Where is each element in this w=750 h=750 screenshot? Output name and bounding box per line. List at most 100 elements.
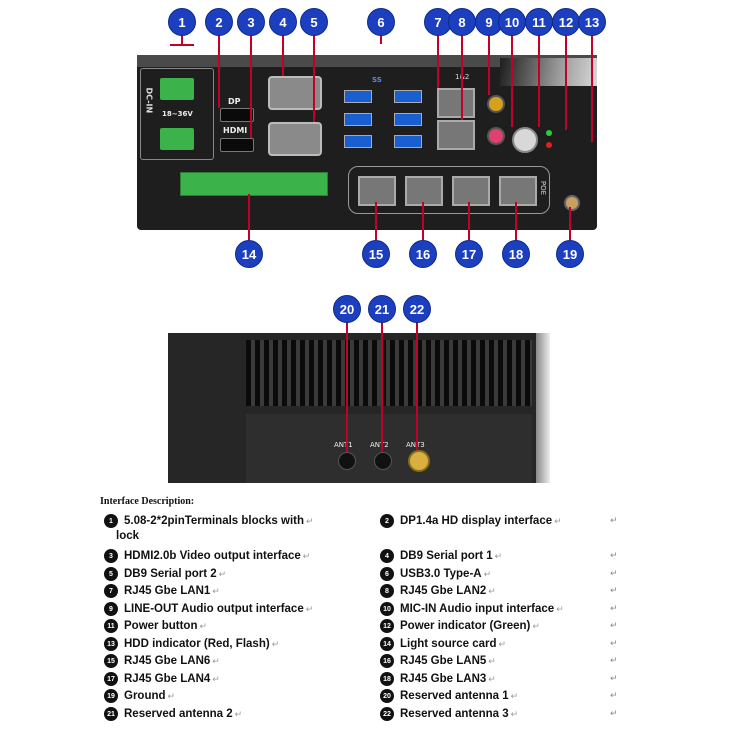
ant3-label: ANT3: [406, 441, 425, 449]
ground-screw[interactable]: [564, 195, 580, 211]
rj45-lan3-port[interactable]: [499, 176, 537, 206]
leader-3: [250, 32, 252, 138]
dp-port[interactable]: [220, 108, 254, 122]
rj45-lan2-port[interactable]: [437, 120, 475, 150]
callout-3: 3: [237, 8, 265, 36]
paragraph-mark: ↵: [167, 690, 176, 701]
paragraph-mark: ↵: [498, 638, 507, 649]
interface-item-text: RJ45 Gbe LAN1: [124, 585, 211, 597]
leader-1: [181, 32, 183, 44]
usb-port-3[interactable]: [344, 113, 372, 126]
antenna-1-hole: [338, 452, 356, 470]
rj45-lan6-port[interactable]: [358, 176, 396, 206]
callout-17: 17: [455, 240, 483, 268]
leader-11: [538, 32, 540, 127]
interface-item-text: RJ45 Gbe LAN3: [400, 673, 487, 685]
interface-item-number: 12: [380, 619, 394, 633]
poe-frame: [348, 166, 550, 214]
interface-item-number: 14: [380, 637, 394, 651]
trailing-paragraph-mark: ↵: [610, 691, 618, 701]
interface-item-text: RJ45 Gbe LAN4: [124, 673, 211, 685]
paragraph-mark: ↵: [302, 550, 311, 561]
dc-in-terminal-top[interactable]: [160, 78, 194, 100]
interface-item-number: 13: [104, 637, 118, 651]
callout-7: 7: [424, 8, 452, 36]
interface-item-1-continuation: lock: [116, 530, 140, 542]
paragraph-mark: ↵: [488, 655, 496, 666]
callout-8: 8: [448, 8, 476, 36]
leader-4: [282, 32, 284, 76]
usb-port-4[interactable]: [394, 113, 422, 126]
leader-6: [380, 32, 382, 44]
paragraph-mark: ↵: [271, 638, 280, 649]
trailing-paragraph-mark: ↵: [610, 569, 618, 579]
front-panel-right-bevel: [500, 58, 597, 86]
poe-label: POE: [539, 180, 548, 196]
rj45-lan1-port[interactable]: [437, 88, 475, 118]
trailing-paragraph-mark: ↵: [610, 639, 618, 649]
rear-vent-grille: [246, 340, 532, 406]
interface-item-text: DB9 Serial port 1: [400, 550, 493, 562]
interface-item-number: 6: [380, 567, 394, 581]
mic-in-jack[interactable]: [487, 127, 505, 145]
leader-2: [218, 32, 220, 108]
callout-20: 20: [333, 295, 361, 323]
interface-item-text: Reserved antenna 2: [124, 708, 233, 720]
dc-in-terminal-bottom[interactable]: [160, 128, 194, 150]
interface-item-number: 22: [380, 707, 394, 721]
callout-19: 19: [556, 240, 584, 268]
leader-15: [375, 202, 377, 240]
interface-item-number: 17: [104, 672, 118, 686]
interface-description-title: Interface Description:: [100, 496, 195, 507]
leader-22: [416, 320, 418, 450]
paragraph-mark: ↵: [494, 550, 503, 561]
rear-panel-right-edge: [536, 333, 550, 483]
interface-item-text: Ground: [124, 690, 166, 702]
paragraph-mark: ↵: [234, 708, 243, 719]
power-button[interactable]: [512, 127, 538, 153]
leader-5: [313, 32, 315, 122]
db9-serial-port-2[interactable]: [268, 122, 322, 156]
callout-15: 15: [362, 240, 390, 268]
trailing-paragraph-mark: ↵: [610, 674, 618, 684]
interface-item-text: DP1.4a HD display interface: [400, 515, 553, 527]
hdmi-port[interactable]: [220, 138, 254, 152]
paragraph-mark: ↵: [532, 620, 540, 631]
leader-9: [488, 32, 490, 95]
paragraph-mark: ↵: [199, 620, 208, 631]
interface-item-number: 19: [104, 689, 118, 703]
antenna-3-connector[interactable]: [408, 450, 430, 472]
callout-10: 10: [498, 8, 526, 36]
line-out-jack[interactable]: [487, 95, 505, 113]
usb-port-6[interactable]: [394, 135, 422, 148]
interface-item-19: 19 Ground↵: [104, 689, 175, 703]
paragraph-mark: ↵: [510, 708, 519, 719]
light-source-card-terminal[interactable]: [180, 172, 328, 196]
paragraph-mark: ↵: [305, 603, 314, 614]
rj45-lan4-port[interactable]: [452, 176, 490, 206]
paragraph-mark: ↵: [510, 690, 519, 701]
usb-port-2[interactable]: [394, 90, 422, 103]
callout-14: 14: [235, 240, 263, 268]
callout-4: 4: [269, 8, 297, 36]
rj45-lan5-port[interactable]: [405, 176, 443, 206]
usb-port-5[interactable]: [344, 135, 372, 148]
interface-item-number: 5: [104, 567, 118, 581]
leader-10: [511, 32, 513, 127]
usb-port-1[interactable]: [344, 90, 372, 103]
callout-2: 2: [205, 8, 233, 36]
paragraph-mark: ↵: [218, 568, 227, 579]
paragraph-mark: ↵: [212, 655, 220, 666]
